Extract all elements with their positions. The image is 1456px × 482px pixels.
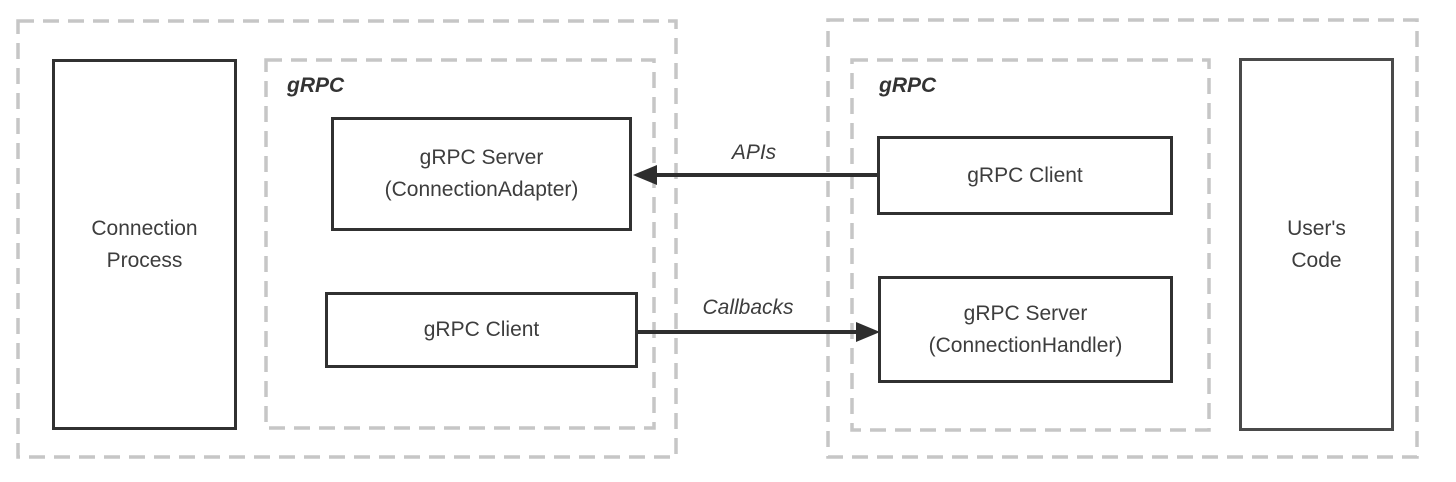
connection-process-box: Connection Process <box>52 59 237 430</box>
left-grpc-container-label: gRPC <box>287 74 345 97</box>
left-grpc-dashed-container <box>264 58 656 430</box>
right-grpc-container-label: gRPC <box>879 74 937 97</box>
apis-arrow-label: APIs <box>731 141 777 164</box>
connection-process-label-line2: Process <box>106 248 183 272</box>
left-grpc-client-box: gRPC Client <box>325 292 638 368</box>
users-code-label-line1: User's <box>1287 216 1346 240</box>
callbacks-arrow-label: Callbacks <box>702 296 794 319</box>
users-code-box: User's Code <box>1239 58 1394 431</box>
right-grpc-client-label: gRPC Client <box>967 163 1083 187</box>
grpc-server-handler-label-line1: gRPC Server <box>963 301 1088 325</box>
grpc-server-adapter-label-line1: gRPC Server <box>419 146 544 169</box>
grpc-server-handler-label-line2: (ConnectionHandler) <box>928 333 1123 357</box>
apis-arrow <box>633 165 878 185</box>
grpc-server-connection-handler-box: gRPC Server (ConnectionHandler) <box>878 276 1173 383</box>
right-grpc-client-box: gRPC Client <box>877 136 1173 215</box>
left-grpc-client-label: gRPC Client <box>423 318 540 341</box>
grpc-server-connection-adapter-box: gRPC Server (ConnectionAdapter) <box>331 117 632 231</box>
callbacks-arrowhead-icon <box>856 322 880 342</box>
apis-arrowhead-icon <box>633 165 657 185</box>
users-code-label-line2: Code <box>1291 248 1342 272</box>
callbacks-arrow <box>638 322 880 342</box>
connection-process-label-line1: Connection <box>91 216 198 240</box>
grpc-server-adapter-label-line2: (ConnectionAdapter) <box>384 178 579 201</box>
